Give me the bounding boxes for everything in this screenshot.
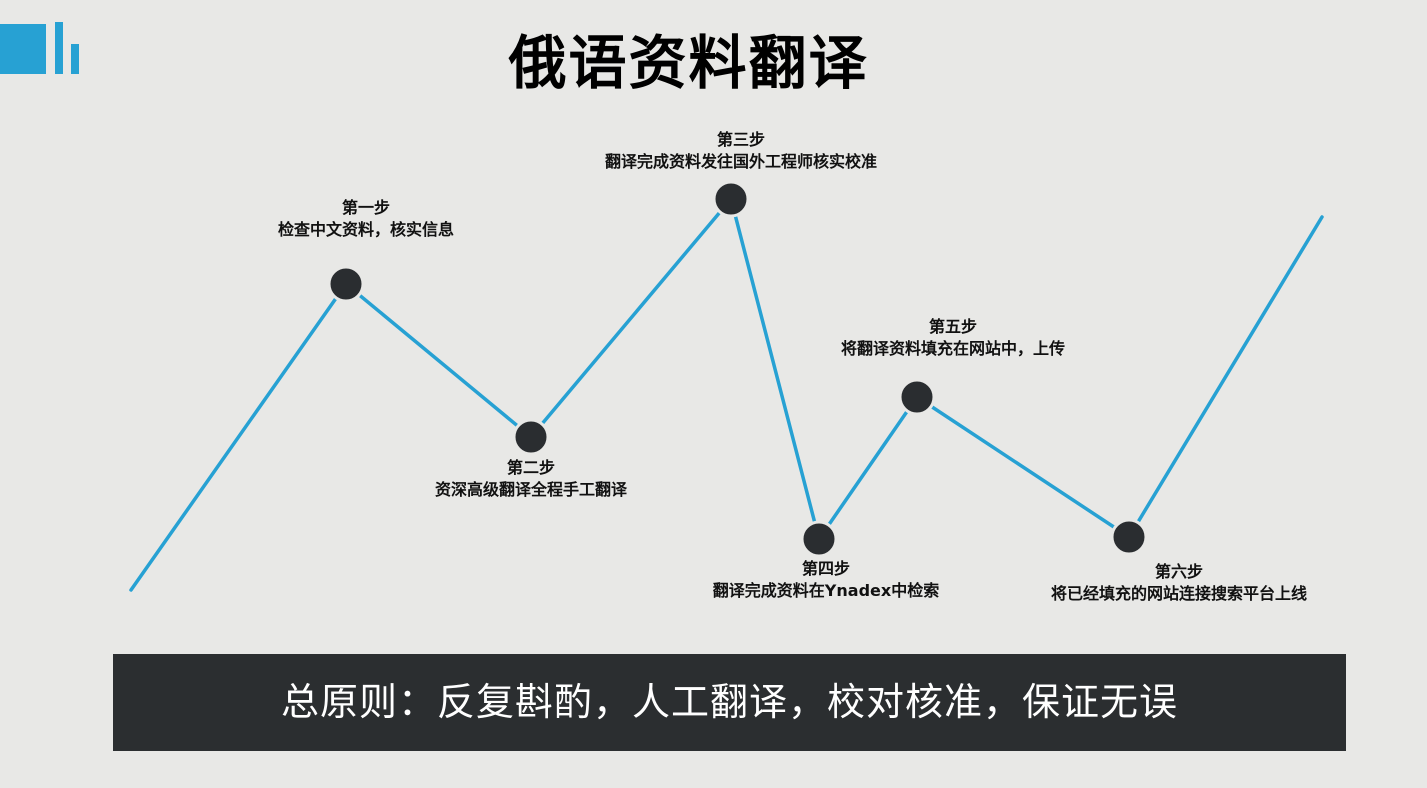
step-4-label: 第四步 翻译完成资料在Ynadex中检索 [713, 558, 939, 602]
step-2-name: 第二步 [506, 458, 556, 477]
connector-segment-6 [915, 395, 1131, 539]
step-5-desc: 将翻译资料填充在网站中，上传 [840, 339, 1066, 358]
step-4-node [800, 520, 838, 558]
page-title: 俄语资料翻译 [508, 29, 869, 97]
connector-segment-1 [129, 282, 348, 592]
step-6-label: 第六步 将已经填充的网站连接搜索平台上线 [1051, 561, 1307, 605]
step-1-desc: 检查中文资料，核实信息 [277, 220, 455, 239]
step-nodes [327, 180, 1148, 558]
principle-banner: 总原则：反复斟酌，人工翻译，校对核准，保证无误 [113, 654, 1346, 751]
step-3-name: 第三步 [716, 130, 766, 149]
logo [0, 0, 90, 80]
step-5-node [898, 378, 936, 416]
step-2-desc: 资深高级翻译全程手工翻译 [434, 480, 628, 499]
connector-segment-4 [729, 197, 821, 541]
step-1-label: 第一步 检查中文资料，核实信息 [278, 197, 454, 241]
connector-segment-5 [817, 395, 919, 541]
step-1-name: 第一步 [341, 198, 391, 217]
step-2-node [512, 418, 550, 456]
step-3-label: 第三步 翻译完成资料发往国外工程师核实校准 [605, 129, 877, 173]
step-3-desc: 翻译完成资料发往国外工程师核实校准 [604, 152, 878, 171]
logo-square [0, 24, 46, 74]
step-6-desc: 将已经填充的网站连接搜索平台上线 [1050, 584, 1308, 603]
connector-lines [129, 197, 1324, 592]
step-4-desc: 翻译完成资料在Ynadex中检索 [712, 581, 940, 600]
step-5-label: 第五步 将翻译资料填充在网站中，上传 [841, 316, 1065, 360]
step-6-node [1110, 518, 1148, 556]
connector-segment-7 [1127, 215, 1324, 539]
step-6-name: 第六步 [1154, 562, 1204, 581]
step-1-node [327, 265, 365, 303]
connector-segment-3 [529, 197, 733, 439]
step-2-label: 第二步 资深高级翻译全程手工翻译 [435, 457, 627, 501]
logo-bar-short [71, 44, 79, 74]
step-5-name: 第五步 [928, 317, 978, 336]
connector-segment-2 [344, 282, 533, 439]
logo-bar-tall [55, 22, 63, 74]
step-3-node [712, 180, 750, 218]
step-4-name: 第四步 [801, 559, 850, 578]
